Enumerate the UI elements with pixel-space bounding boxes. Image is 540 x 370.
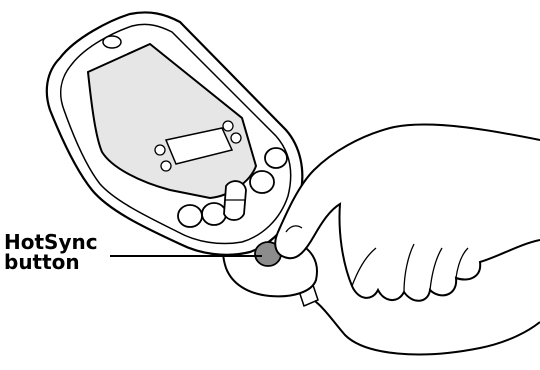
app-button (178, 205, 202, 227)
hotsync-button-label: HotSync button (4, 232, 98, 272)
label-line-2: button (4, 252, 98, 272)
app-button (250, 171, 274, 193)
label-line-1: HotSync (4, 232, 98, 252)
stylus-icon (103, 36, 121, 48)
app-button (202, 203, 226, 225)
app-button (265, 148, 287, 168)
